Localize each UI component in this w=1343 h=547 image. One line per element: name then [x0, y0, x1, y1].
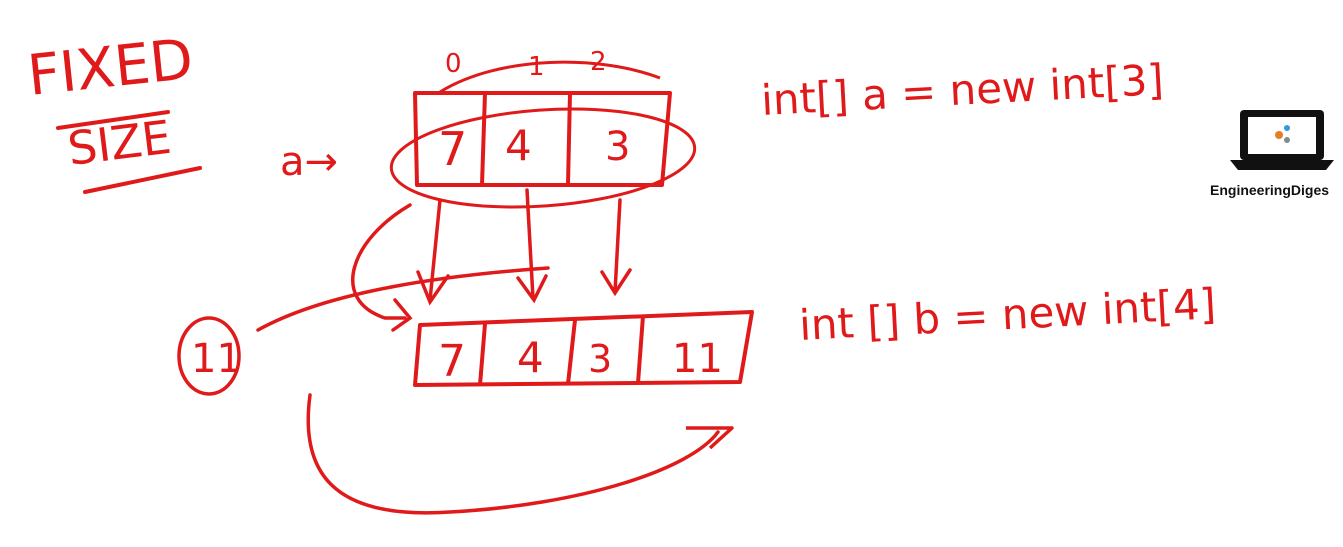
copy-arrow [428, 198, 442, 302]
array-b-cell: 3 [588, 337, 612, 381]
heading-fixed: FIXED [25, 27, 196, 109]
copy-arrow [613, 198, 622, 294]
array-a-indices: 0 1 2 [439, 47, 661, 94]
heading-underline-bottom [83, 166, 202, 194]
copy-loop-arrow-head [391, 298, 413, 332]
index-scribble [439, 60, 661, 94]
array-a-divider [566, 92, 572, 186]
append-arrow-head [686, 426, 734, 450]
copy-arrow-head [600, 268, 632, 297]
heading: FIXED SIZE [25, 27, 202, 194]
laptop-gears-icon [1230, 110, 1334, 170]
index-label: 0 [445, 49, 462, 79]
declaration-b: int [] b = new int[4] [798, 279, 1217, 350]
index-label: 1 [528, 52, 545, 82]
array-a-box [413, 91, 672, 187]
new-element-circle [177, 316, 241, 396]
array-b-divider [636, 315, 645, 384]
copy-arrow-head [516, 274, 548, 304]
array-a-cell: 7 [438, 122, 467, 176]
insert-arrow [256, 266, 550, 332]
declaration-a: int[] a = new int[3] [760, 55, 1165, 125]
array-a-cell: 3 [605, 124, 630, 170]
array-b: 7 4 3 11 [413, 310, 754, 387]
pointer-label-a: a→ [280, 139, 338, 185]
array-b-cell: 4 [517, 333, 544, 382]
array-b-cell: 7 [438, 336, 466, 387]
array-a-cell: 4 [505, 121, 532, 170]
array-a: 7 4 3 [389, 91, 697, 209]
index-label: 2 [590, 47, 607, 77]
array-a-divider [480, 92, 487, 186]
heading-underline-top [56, 110, 170, 130]
append-arrow [306, 393, 720, 515]
new-element: 11 [177, 266, 734, 515]
new-element-value: 11 [191, 336, 242, 382]
array-b-divider [478, 323, 487, 386]
array-b-divider [566, 319, 577, 385]
copy-arrows [351, 188, 632, 332]
brand-logo: EngineeringDiges [1210, 110, 1334, 198]
copy-loop-arrow [351, 203, 412, 320]
array-b-cell: 11 [672, 336, 723, 382]
brand-name: EngineeringDiges [1210, 182, 1329, 198]
array-a-circle [389, 107, 697, 209]
copy-arrow [525, 188, 535, 300]
